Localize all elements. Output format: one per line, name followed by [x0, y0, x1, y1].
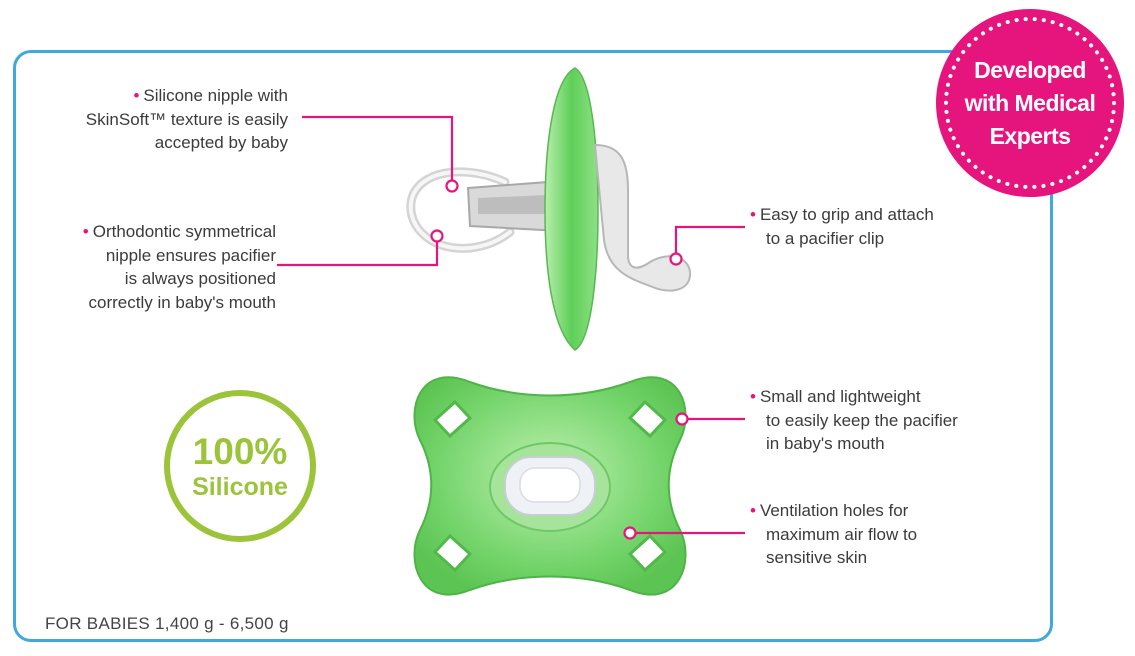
bullet-icon: • — [750, 205, 756, 224]
callout-dot-icon — [430, 229, 444, 243]
medical-experts-badge: Developed with Medical Experts — [964, 57, 1096, 149]
vent-hole-icon — [627, 399, 668, 439]
feature-orthodontic: •Orthodontic symmetrical nipple ensures … — [82, 222, 276, 312]
feature-nipple-texture: •Silicone nipple with SkinSoft™ texture … — [85, 86, 288, 152]
medical-experts-badge-icon — [936, 9, 1124, 197]
callout-dot-icon — [623, 526, 637, 540]
vent-hole-icon — [432, 399, 473, 439]
bullet-icon: • — [133, 86, 140, 105]
callout-dot-icon — [445, 179, 459, 193]
vent-hole-icon — [432, 533, 473, 573]
bullet-icon: • — [750, 501, 756, 520]
pacifier-side-view — [406, 67, 692, 351]
callout-dot-icon — [675, 412, 689, 426]
bullet-icon: • — [82, 222, 89, 241]
weight-range-footer: FOR BABIES 1,400 g - 6,500 g — [45, 614, 289, 633]
bullet-icon: • — [750, 387, 756, 406]
callout-markers — [430, 179, 689, 540]
pacifier-front-view — [413, 376, 687, 596]
callout-dot-icon — [669, 252, 683, 266]
callout-lines — [277, 115, 745, 535]
vent-hole-icon — [627, 533, 668, 573]
feature-grip: •Easy to grip and attach to a pacifier c… — [750, 205, 934, 248]
feature-ventilation: •Ventilation holes for maximum air flow … — [750, 501, 918, 567]
content-frame — [13, 50, 1053, 642]
silicone-stamp-ring-icon — [164, 390, 316, 542]
feature-lightweight: •Small and lightweight to easily keep th… — [750, 387, 958, 453]
silicone-stamp: 100% Silicone — [192, 431, 288, 502]
